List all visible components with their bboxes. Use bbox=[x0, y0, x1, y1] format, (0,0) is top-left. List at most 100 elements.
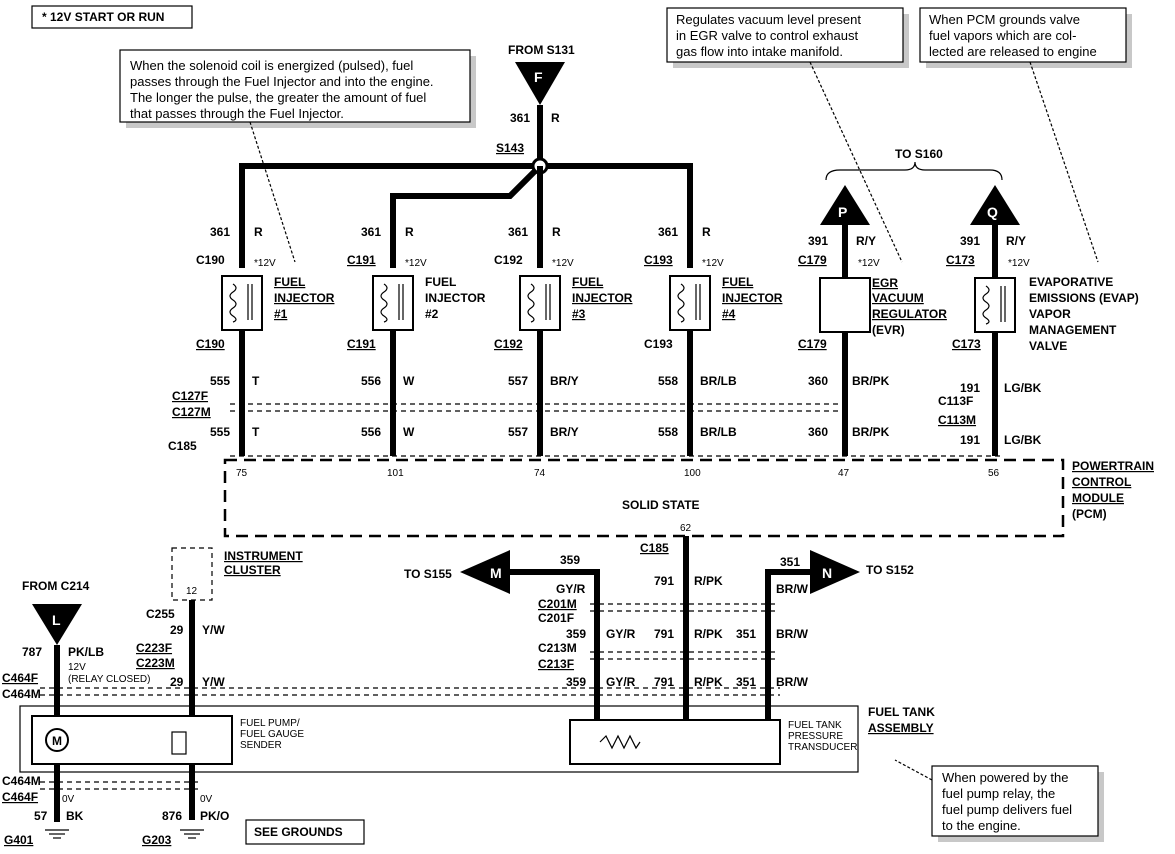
evap-name-5: VALVE bbox=[1029, 339, 1067, 353]
note-egr-line1: Regulates vacuum level present bbox=[676, 12, 861, 27]
ground-g401: G401 bbox=[4, 833, 34, 847]
evr-name-4: (EVR) bbox=[872, 323, 905, 337]
row2-rpk: R/PK bbox=[694, 627, 723, 641]
inj3-wire-in: 361 bbox=[508, 225, 528, 239]
inj4-pin-color-2: BR/LB bbox=[700, 425, 737, 439]
row3-gyr: GY/R bbox=[606, 675, 636, 689]
inj4-name-3: #4 bbox=[722, 307, 736, 321]
evr-conn-top: C179 bbox=[798, 253, 827, 267]
row2-359: 359 bbox=[566, 627, 586, 641]
wire-29-color-1: Y/W bbox=[202, 623, 225, 637]
c213m-label: C213M bbox=[538, 641, 577, 655]
evap-conn-top: C173 bbox=[946, 253, 975, 267]
wire-29-color-2: Y/W bbox=[202, 675, 225, 689]
inj3-name-3: #3 bbox=[572, 307, 586, 321]
note-pcm-box bbox=[919, 7, 1127, 63]
fuel-tank-name-1: FUEL TANK bbox=[868, 705, 935, 719]
inj1-pin-color-2: T bbox=[252, 425, 260, 439]
transducer-box bbox=[569, 719, 781, 765]
pcm-name-2: CONTROL bbox=[1072, 475, 1131, 489]
note-fuel-pump-line4: to the engine. bbox=[942, 818, 1021, 833]
wire-791-color-1: R/PK bbox=[694, 574, 723, 588]
inj1-pin-wire-1: 555 bbox=[210, 374, 230, 388]
wire-361-feed-num: 361 bbox=[510, 111, 530, 125]
connector-m-triangle bbox=[460, 550, 510, 594]
evr-name-3: REGULATOR bbox=[872, 307, 947, 321]
evap-c113m: C113M bbox=[938, 413, 976, 427]
inj4-coil bbox=[677, 283, 685, 323]
c223m-label: C223M bbox=[136, 656, 175, 670]
inj2-voltage: *12V bbox=[405, 258, 427, 269]
row2-791: 791 bbox=[654, 627, 674, 641]
wire-787-color: PK/LB bbox=[68, 645, 104, 659]
fuel-sender-resistor bbox=[171, 731, 187, 755]
inj1-wire-in: 361 bbox=[210, 225, 230, 239]
evap-c113f: C113F bbox=[938, 394, 973, 408]
fuel-pump-label-1: FUEL PUMP/ bbox=[240, 718, 300, 729]
evap-name-2: EMISSIONS (EVAP) bbox=[1029, 291, 1139, 305]
note-fuel-pump-line2: fuel pump relay, the bbox=[942, 786, 1055, 801]
note-pcm-line2: fuel vapors which are col- bbox=[929, 28, 1076, 43]
row3-rpk: R/PK bbox=[694, 675, 723, 689]
c127f-label: C127F bbox=[172, 389, 208, 403]
fuel-tank-name-2: ASSEMBLY bbox=[868, 721, 934, 735]
c464f-label-bot: C464F bbox=[2, 790, 38, 804]
note-pcm-line1: When PCM grounds valve bbox=[929, 12, 1080, 27]
pcm-pin-75: 75 bbox=[236, 468, 248, 479]
connector-p-letter: P bbox=[838, 204, 847, 220]
connector-l-triangle bbox=[32, 604, 82, 645]
inj4-name-2: INJECTOR bbox=[722, 291, 783, 305]
cluster-pin: 12 bbox=[186, 586, 198, 597]
row2-gyr: GY/R bbox=[606, 627, 636, 641]
c127m-label: C127M bbox=[172, 405, 211, 419]
pcm-name-3: MODULE bbox=[1072, 491, 1124, 505]
cluster-name-1: INSTRUMENT bbox=[224, 549, 303, 563]
pcm-name-1: POWERTRAIN bbox=[1072, 459, 1154, 473]
see-grounds: SEE GROUNDS bbox=[254, 825, 343, 839]
inj1-name-2: INJECTOR bbox=[274, 291, 335, 305]
evap-conn-bot: C173 bbox=[952, 337, 981, 351]
pcm-name-4: (PCM) bbox=[1072, 507, 1107, 521]
inj4-wire-in: 361 bbox=[658, 225, 678, 239]
evap-pin-wire-1: 191 bbox=[960, 381, 980, 395]
c201f-label: C201F bbox=[538, 611, 574, 625]
inj3-component bbox=[519, 275, 561, 331]
transducer-resistor bbox=[599, 734, 641, 750]
c223f-label: C223F bbox=[136, 641, 172, 655]
inj2-pin-wire-1: 556 bbox=[361, 374, 381, 388]
inj2-pin-color-1: W bbox=[403, 374, 415, 388]
pcm-pin-56: 56 bbox=[988, 468, 1000, 479]
inj1-component bbox=[221, 275, 263, 331]
evr-name-2: VACUUM bbox=[872, 291, 924, 305]
to-s152: TO S152 bbox=[866, 563, 914, 577]
inj2-conn-bot: C191 bbox=[347, 337, 376, 351]
inj4-pin-wire-2: 558 bbox=[658, 425, 678, 439]
wire-359-num-top: 359 bbox=[560, 553, 580, 567]
cluster-conn: C255 bbox=[146, 607, 175, 621]
inj1-conn-bot: C190 bbox=[196, 337, 225, 351]
note-solenoid-line3: The longer the pulse, the greater the am… bbox=[130, 90, 426, 105]
evap-name-3: VAPOR bbox=[1029, 307, 1071, 321]
note-pcm-line3: lected are released to engine bbox=[929, 44, 1097, 59]
c213f-label: C213F bbox=[538, 657, 574, 671]
inj3-color-in: R bbox=[552, 225, 561, 239]
ground-g203: G203 bbox=[142, 833, 172, 847]
fuel-pump-label-2: FUEL GAUGE bbox=[240, 729, 304, 740]
inj2-name-1: FUEL bbox=[425, 275, 456, 289]
row3-359: 359 bbox=[566, 675, 586, 689]
inj3-conn-bot: C192 bbox=[494, 337, 523, 351]
inj4-name-1: FUEL bbox=[722, 275, 753, 289]
inj1-conn-top: C190 bbox=[196, 253, 225, 267]
from-c214: FROM C214 bbox=[22, 579, 90, 593]
to-s155: TO S155 bbox=[404, 567, 452, 581]
note-solenoid-line4: that passes through the Fuel Injector. bbox=[130, 106, 344, 121]
evr-name-1: EGR bbox=[872, 276, 898, 290]
evr-voltage: *12V bbox=[858, 258, 880, 269]
row3-brw: BR/W bbox=[776, 675, 809, 689]
header-text: * 12V START OR RUN bbox=[42, 10, 164, 24]
c185-label: C185 bbox=[168, 439, 197, 453]
evap-pin-wire-2: 191 bbox=[960, 433, 980, 447]
header-box bbox=[31, 5, 193, 29]
connector-n-triangle bbox=[810, 550, 860, 594]
